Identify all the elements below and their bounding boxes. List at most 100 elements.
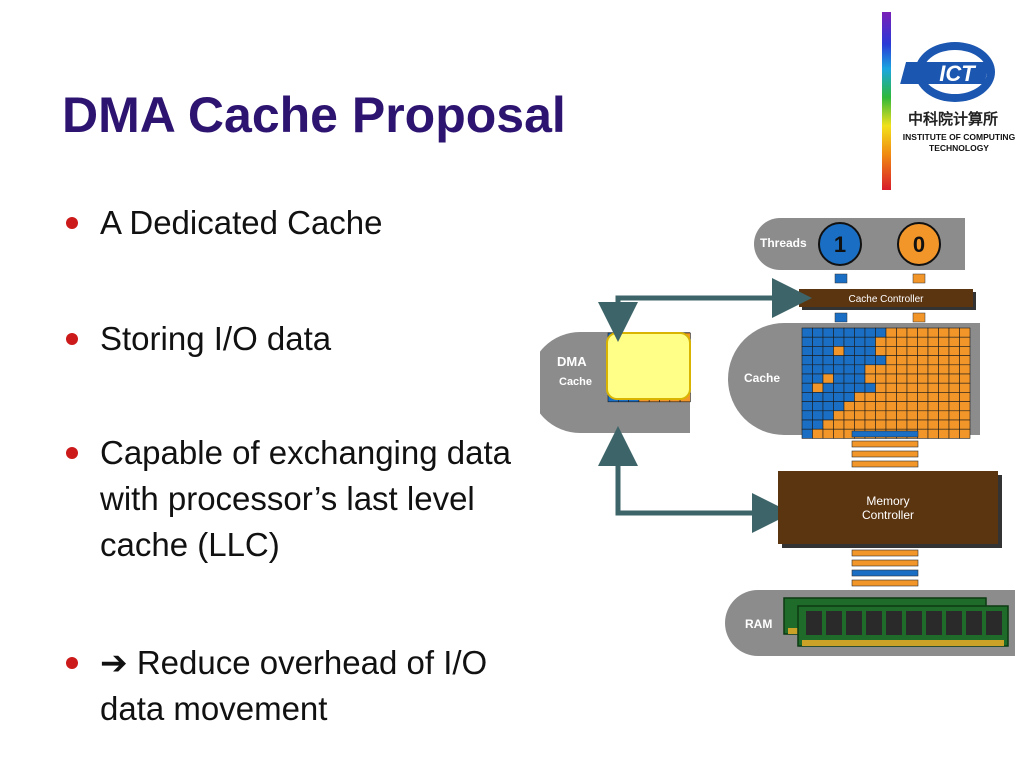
cache-cell bbox=[822, 373, 834, 384]
cache-cell bbox=[801, 392, 813, 402]
cache-cell bbox=[938, 373, 950, 384]
cache-cell bbox=[822, 410, 834, 421]
cache-cell bbox=[959, 373, 971, 384]
ram-chips bbox=[806, 611, 1002, 635]
cache-cell bbox=[801, 327, 813, 338]
cache-cell bbox=[896, 410, 908, 421]
cache-cell bbox=[948, 336, 960, 347]
bullet-text: ➔ Reduce overhead of I/O data movement bbox=[100, 644, 488, 727]
cache-cell bbox=[864, 419, 876, 430]
ram-chip bbox=[986, 611, 1002, 635]
ram-chip bbox=[886, 611, 902, 635]
bullet-text: Storing I/O data bbox=[100, 320, 332, 357]
cache-cell bbox=[948, 346, 960, 356]
memory-controller-label-1: Memory bbox=[866, 494, 909, 508]
cache-label: Cache bbox=[744, 371, 780, 385]
cache-cell bbox=[833, 346, 845, 356]
cache-cell bbox=[801, 355, 813, 366]
cache-cell bbox=[959, 364, 971, 375]
bullet-dot bbox=[66, 447, 78, 459]
cache-cell bbox=[833, 401, 845, 412]
cache-cell bbox=[938, 428, 950, 439]
cache-cell bbox=[906, 401, 918, 412]
cache-cell bbox=[822, 428, 834, 439]
cache-cell bbox=[854, 355, 866, 366]
cache-cell bbox=[864, 401, 876, 412]
cache-cell bbox=[948, 355, 960, 366]
cache-cell bbox=[875, 410, 887, 421]
dma-cache-panel: DMA Cache bbox=[540, 332, 691, 433]
cache-cell bbox=[801, 336, 813, 347]
cache-cell bbox=[948, 401, 960, 412]
cache-cell bbox=[917, 428, 929, 439]
cache-cell bbox=[822, 382, 834, 393]
cache-cell bbox=[812, 392, 824, 402]
cache-cell bbox=[938, 364, 950, 375]
cache-cell bbox=[917, 355, 929, 366]
cache-cell bbox=[812, 373, 824, 384]
ram-chip bbox=[966, 611, 982, 635]
cache-cell bbox=[843, 419, 855, 430]
cache-cell bbox=[927, 428, 939, 439]
cache-cell bbox=[948, 327, 960, 338]
ram-chip bbox=[846, 611, 862, 635]
cache-cell bbox=[864, 382, 876, 393]
ram-chip bbox=[906, 611, 922, 635]
cache-cell bbox=[833, 327, 845, 338]
cache-cell bbox=[917, 392, 929, 402]
cache-cell bbox=[801, 410, 813, 421]
cache-cell bbox=[927, 392, 939, 402]
cache-cell bbox=[896, 373, 908, 384]
cache-cell bbox=[864, 410, 876, 421]
logo-line-1: INSTITUTE OF COMPUTING bbox=[902, 132, 1016, 142]
logo-line-2: TECHNOLOGY bbox=[929, 143, 989, 153]
cache-cell bbox=[801, 373, 813, 384]
cache-cell bbox=[875, 336, 887, 347]
cache-cell bbox=[843, 355, 855, 366]
cache-cell bbox=[822, 364, 834, 375]
thread-circle-1 bbox=[818, 222, 862, 266]
cache-cell bbox=[917, 373, 929, 384]
rainbow-bar bbox=[882, 12, 891, 190]
cache-cell bbox=[854, 410, 866, 421]
cache-cell bbox=[948, 410, 960, 421]
cache-cell bbox=[875, 346, 887, 356]
cache-cell bbox=[822, 392, 834, 402]
cache-cell bbox=[938, 401, 950, 412]
cache-cell bbox=[875, 355, 887, 366]
bus-memory-ram bbox=[851, 549, 919, 587]
cache-cell bbox=[843, 382, 855, 393]
cache-cell bbox=[833, 428, 845, 439]
ram-label: RAM bbox=[745, 617, 772, 631]
cache-cell bbox=[854, 419, 866, 430]
cache-cell bbox=[812, 327, 824, 338]
cache-cell bbox=[896, 355, 908, 366]
cache-cell bbox=[917, 419, 929, 430]
cache-cell bbox=[885, 392, 897, 402]
cache-cell bbox=[896, 401, 908, 412]
cache-cell bbox=[959, 336, 971, 347]
cache-cell bbox=[927, 382, 939, 393]
cache-cell bbox=[812, 346, 824, 356]
cache-cell bbox=[927, 401, 939, 412]
cache-cell bbox=[906, 382, 918, 393]
cache-cell bbox=[927, 419, 939, 430]
llc-grid bbox=[801, 327, 971, 439]
cache-cell bbox=[854, 401, 866, 412]
cache-cell bbox=[896, 392, 908, 402]
cache-cell bbox=[864, 327, 876, 338]
cache-cell bbox=[959, 428, 971, 439]
cache-cell bbox=[854, 382, 866, 393]
slide-title: DMA Cache Proposal bbox=[62, 87, 566, 143]
cache-cell bbox=[812, 336, 824, 347]
llc-cache-panel: Cache bbox=[728, 323, 980, 439]
cache-cell bbox=[917, 364, 929, 375]
cache-cell bbox=[812, 382, 824, 393]
cache-cell bbox=[938, 355, 950, 366]
cache-cell bbox=[854, 327, 866, 338]
cache-cell bbox=[801, 382, 813, 393]
cache-cell bbox=[927, 355, 939, 366]
thread-id-1: 1 bbox=[834, 232, 846, 257]
cache-cell bbox=[938, 336, 950, 347]
cache-cell bbox=[864, 355, 876, 366]
